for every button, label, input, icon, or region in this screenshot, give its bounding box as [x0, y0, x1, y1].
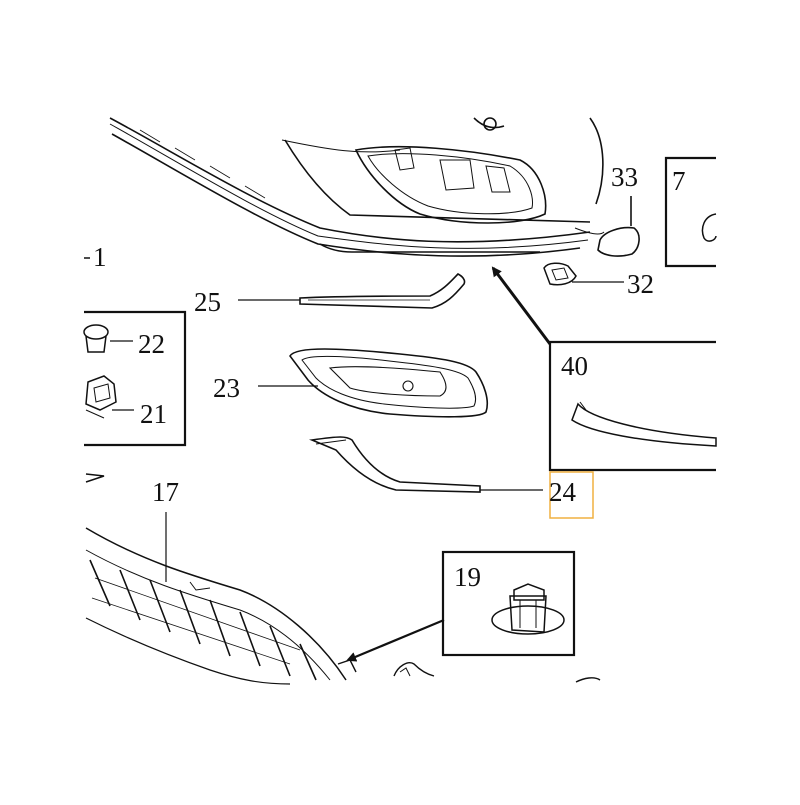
part-17-grille [85, 512, 347, 685]
part-24-strip [309, 436, 543, 493]
part-40-strip [571, 401, 717, 447]
bumper-cover-part [109, 117, 605, 257]
fragment-left [85, 473, 105, 483]
part-25-strip [238, 273, 466, 309]
box-40 [548, 340, 716, 472]
part-21-nut [85, 375, 134, 419]
arrow-19 [346, 618, 445, 662]
callout-24: 24 [549, 477, 577, 507]
bottom-fragments [337, 659, 601, 683]
callout-17: 17 [152, 477, 179, 507]
part-32-bracket [543, 262, 624, 286]
arrow-40 [491, 266, 552, 345]
box-22-21 [84, 310, 187, 447]
callout-25: 25 [194, 287, 221, 317]
callout-21: 21 [140, 399, 167, 429]
callout-33: 33 [611, 162, 638, 192]
part-19-clip [491, 583, 565, 635]
part-23-trim [258, 348, 489, 418]
callout-40: 40 [561, 351, 588, 381]
callout-23: 23 [213, 373, 240, 403]
box-7 [664, 156, 717, 268]
callout-32: 32 [627, 269, 654, 299]
callout-19: 19 [454, 562, 481, 592]
part-33-cap [597, 196, 640, 257]
callout-22: 22 [138, 329, 165, 359]
callout-1: 1 [93, 242, 107, 272]
callout-24-highlight [549, 471, 594, 519]
part-22-clip [83, 324, 133, 353]
callout-7: 7 [672, 166, 686, 196]
box-19 [441, 550, 576, 657]
